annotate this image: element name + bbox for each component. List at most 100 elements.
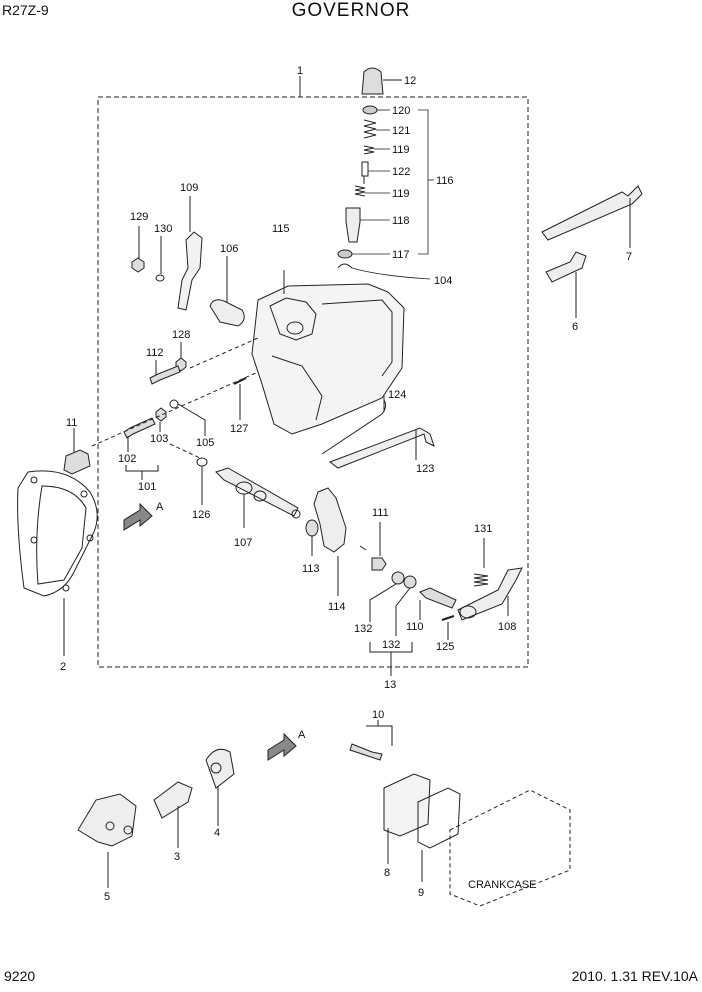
label-8: 8 xyxy=(384,867,390,879)
label-127: 127 xyxy=(230,423,248,435)
label-115: 115 xyxy=(272,223,290,235)
model-code: R27Z-9 xyxy=(2,2,49,18)
part-110-shaft xyxy=(419,587,457,609)
part-124-link xyxy=(321,399,387,455)
label-120: 120 xyxy=(392,105,410,117)
label-112: 112 xyxy=(146,347,164,359)
label-105: 105 xyxy=(196,437,214,449)
label-122: 122 xyxy=(392,166,410,178)
arrow-a-lower xyxy=(267,732,297,761)
part-115-housing xyxy=(251,283,405,435)
part-105-ring xyxy=(169,399,179,409)
label-104: 104 xyxy=(434,275,452,287)
label-107: 107 xyxy=(234,537,252,549)
part-126-oring xyxy=(196,457,208,467)
part-132a-bush xyxy=(391,571,405,585)
part-107-end xyxy=(291,509,301,519)
part-109-lever xyxy=(177,231,203,311)
part-104-ring xyxy=(337,263,353,269)
part-108-lever xyxy=(457,567,523,621)
label-119a: 119 xyxy=(392,144,410,156)
label-116: 116 xyxy=(436,175,454,187)
label-11: 11 xyxy=(66,417,77,429)
label-arrow-a-lower: A xyxy=(298,729,306,741)
label-4: 4 xyxy=(214,827,220,839)
part-114-weight xyxy=(313,487,347,553)
part-130-washer xyxy=(155,274,165,282)
part-12-cap xyxy=(361,67,384,95)
part-121-spring xyxy=(363,119,377,139)
label-128: 128 xyxy=(172,329,190,341)
label-125: 125 xyxy=(436,641,454,653)
label-1: 1 xyxy=(297,65,303,77)
part-8-cover xyxy=(383,773,431,837)
part-2-gasket xyxy=(17,470,98,597)
label-108: 108 xyxy=(498,621,516,633)
assembly-boundary xyxy=(97,96,529,668)
part-119a-spring xyxy=(363,145,375,155)
part-106-bushing xyxy=(209,299,245,327)
part-122-pin xyxy=(361,161,369,184)
label-132a: 132 xyxy=(354,623,372,635)
part-127-pin xyxy=(233,377,247,385)
label-121: 121 xyxy=(392,125,410,137)
label-110: 110 xyxy=(406,621,424,633)
part-6-bolt xyxy=(545,251,587,283)
label-2: 2 xyxy=(60,661,66,673)
page-number: 9220 xyxy=(4,968,36,984)
part-132b-bush xyxy=(403,575,417,589)
label-126: 126 xyxy=(192,509,210,521)
part-102-bolt xyxy=(123,417,156,439)
label-106: 106 xyxy=(220,243,238,255)
part-117-nut xyxy=(337,249,353,259)
revision-date: 2010. 1.31 REV.10A xyxy=(571,968,698,984)
label-crankcase: CRANKCASE xyxy=(468,879,536,891)
crankcase-outline xyxy=(449,789,571,907)
part-125-pin xyxy=(441,615,455,621)
part-103-nut xyxy=(155,407,167,422)
part-131-spring xyxy=(473,573,489,587)
part-112-bolt xyxy=(149,365,181,385)
label-102: 102 xyxy=(118,453,136,465)
part-119b-spring xyxy=(354,185,366,197)
label-6: 6 xyxy=(572,321,578,333)
label-130: 130 xyxy=(154,223,172,235)
label-119b: 119 xyxy=(392,188,410,200)
label-3: 3 xyxy=(174,851,180,863)
label-101: 101 xyxy=(138,481,156,493)
label-117: 117 xyxy=(392,249,410,261)
label-9: 9 xyxy=(418,887,424,899)
part-118-plunger xyxy=(345,207,361,243)
label-132b: 132 xyxy=(382,639,400,651)
label-103: 103 xyxy=(150,433,168,445)
part-3-shaft xyxy=(153,781,193,819)
label-arrow-a-upper: A xyxy=(156,501,164,513)
label-7: 7 xyxy=(626,251,632,263)
label-129: 129 xyxy=(130,211,148,223)
label-109: 109 xyxy=(180,182,198,194)
label-113: 113 xyxy=(302,563,320,575)
part-120-washer xyxy=(362,105,378,115)
part-9-gasket xyxy=(417,787,461,849)
part-4-gear xyxy=(205,748,235,789)
label-131: 131 xyxy=(474,523,492,535)
label-10: 10 xyxy=(372,709,384,721)
label-118: 118 xyxy=(392,215,410,227)
part-123-bracket xyxy=(328,427,435,469)
part-7-bolt xyxy=(541,185,643,241)
arrow-a-upper xyxy=(123,502,153,531)
label-123: 123 xyxy=(416,463,434,475)
part-5-flyweight xyxy=(77,793,137,847)
part-113-spacer xyxy=(305,519,319,537)
part-111-pin xyxy=(371,557,387,571)
part-10-bolt xyxy=(349,743,383,761)
part-129-nut xyxy=(131,257,145,273)
label-5: 5 xyxy=(104,891,110,903)
label-12: 12 xyxy=(404,75,416,87)
label-124: 124 xyxy=(388,389,406,401)
page-title: GOVERNOR xyxy=(291,0,411,21)
label-111: 111 xyxy=(372,507,389,519)
label-13: 13 xyxy=(384,679,396,691)
label-114: 114 xyxy=(328,601,346,613)
